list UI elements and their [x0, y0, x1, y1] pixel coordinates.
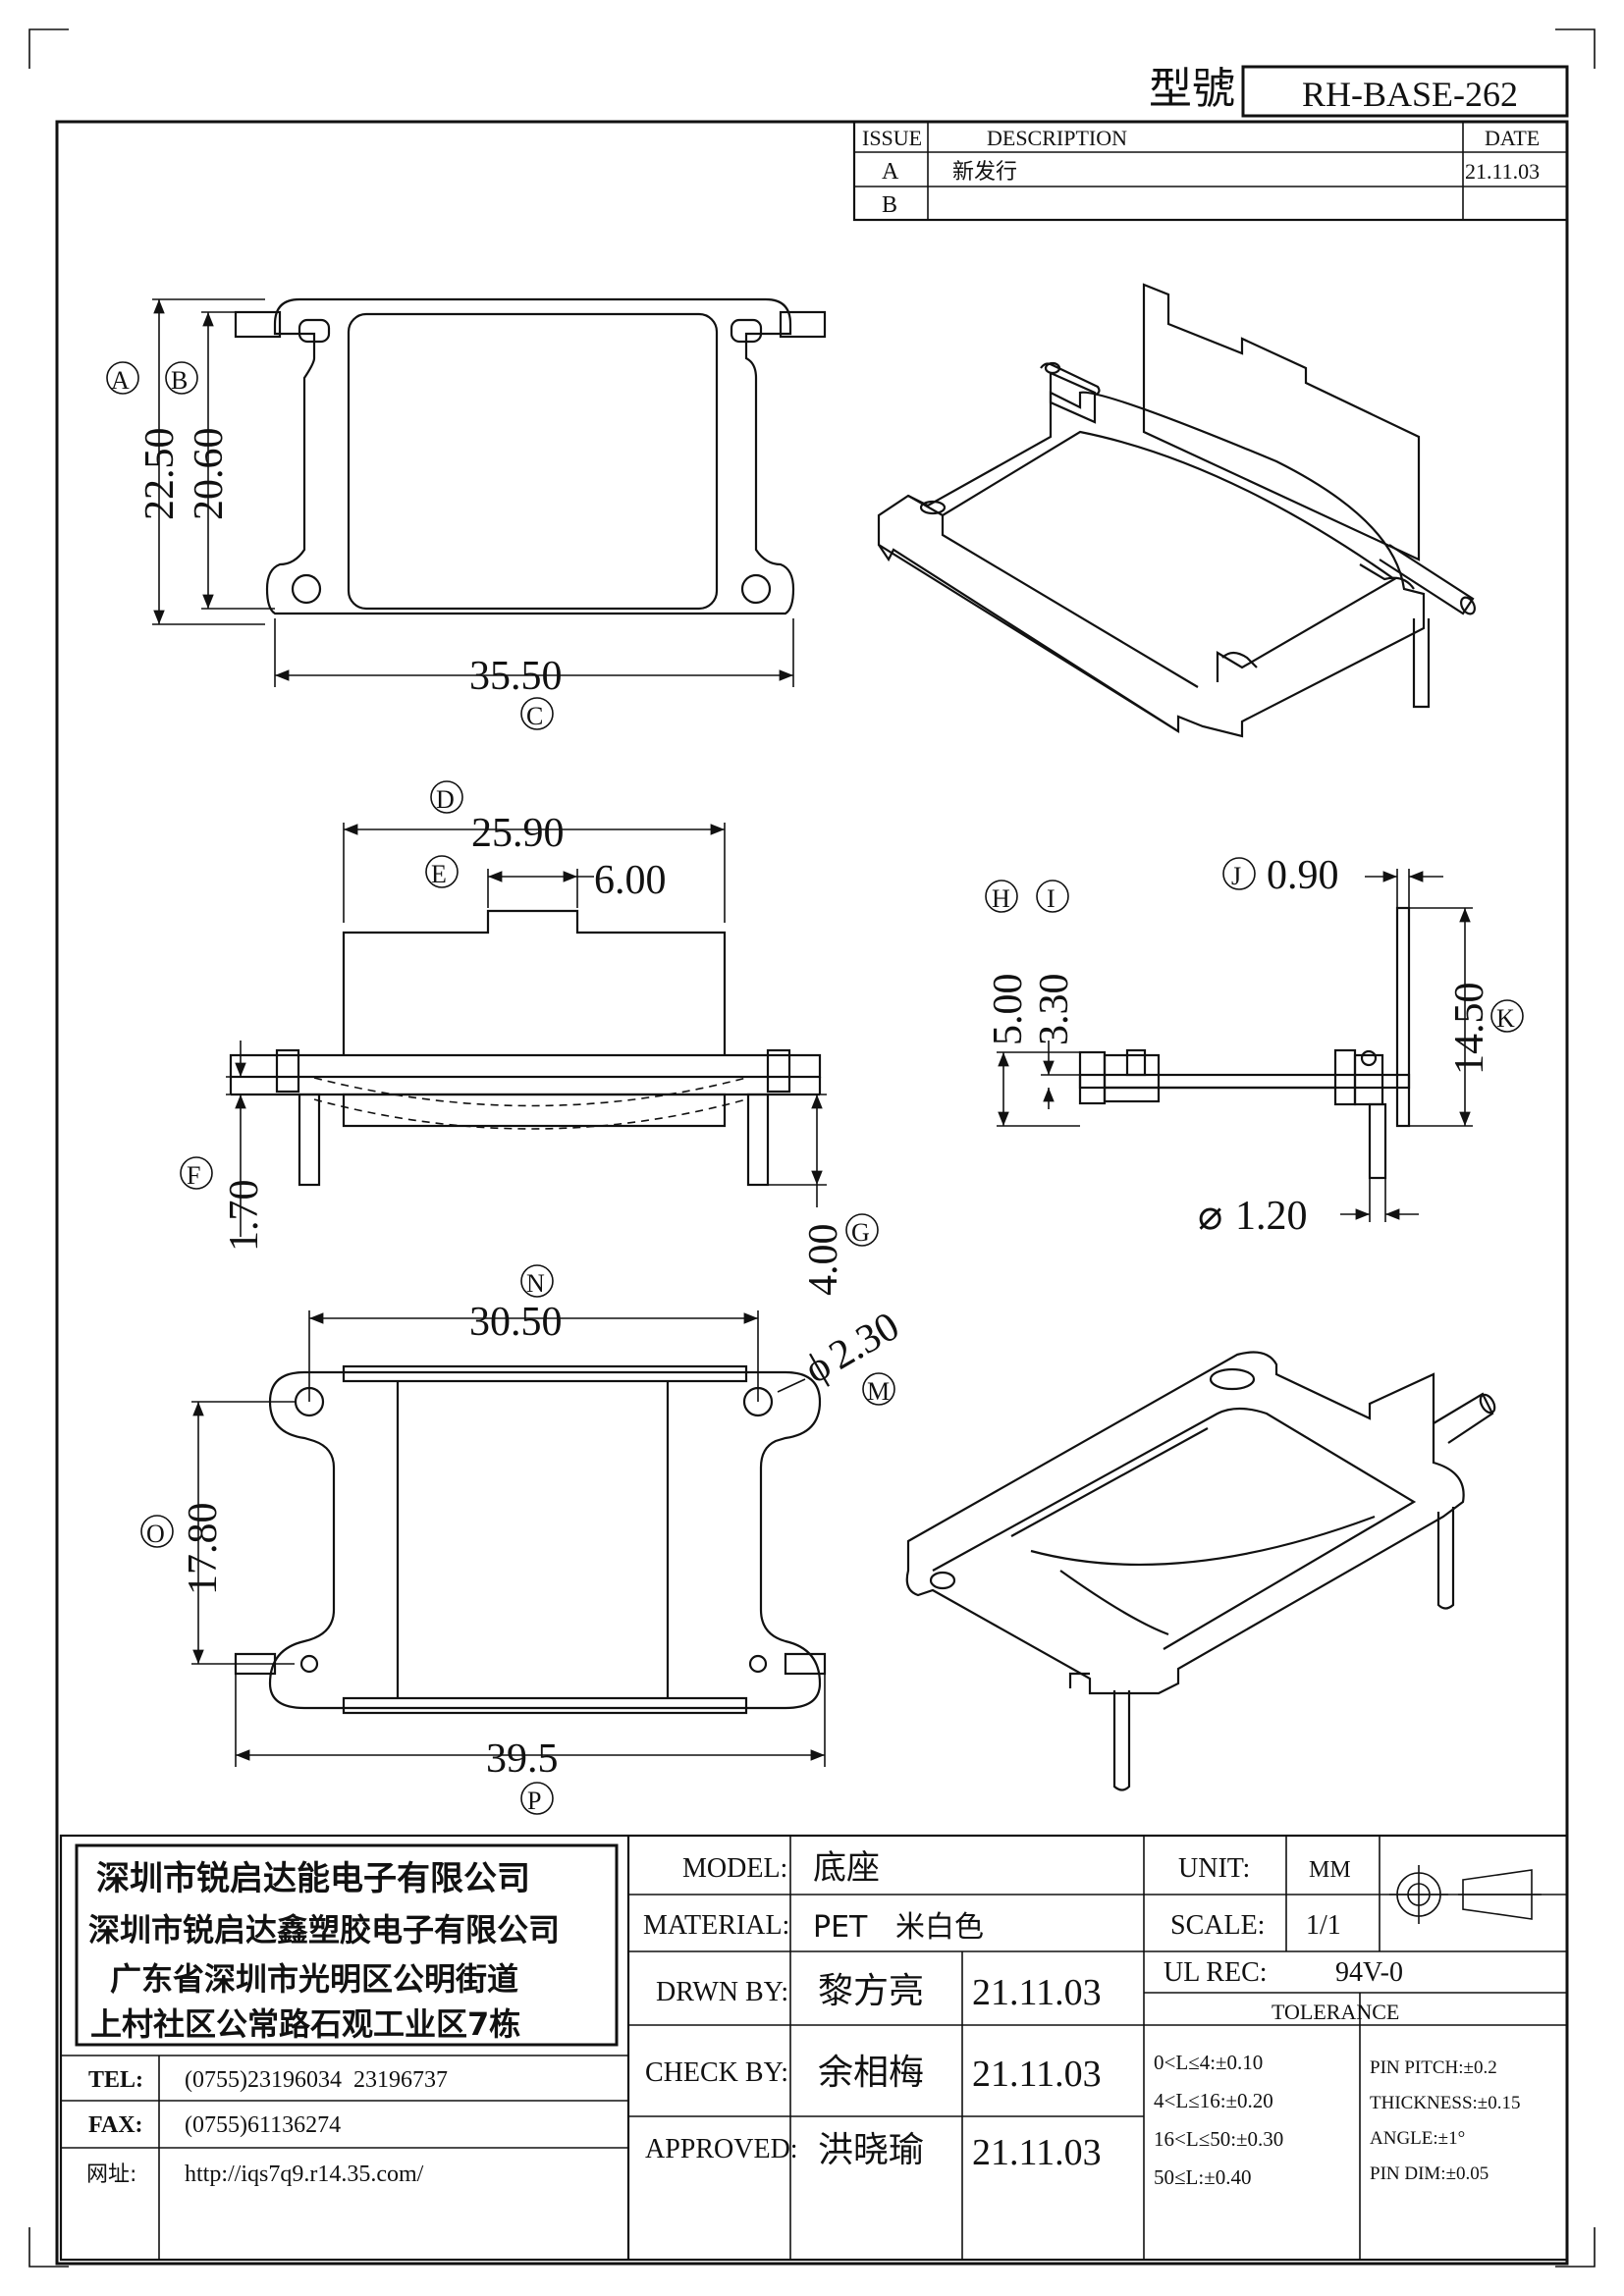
tel-value: (0755)23196034 23196737 — [185, 2067, 448, 2093]
title-block: 深圳市锐启达能电子有限公司 深圳市锐启达鑫塑胶电子有限公司 广东省深圳市光明区公… — [59, 1834, 1569, 2262]
revision-row-a-description: 新发行 — [952, 160, 1017, 185]
drawn-by-date: 21.11.03 — [972, 1972, 1102, 2013]
issue-header: ISSUE — [862, 126, 922, 150]
web-label: 网址: — [86, 2163, 136, 2187]
check-by-date: 21.11.03 — [972, 2054, 1102, 2095]
description-header: DESCRIPTION — [987, 126, 1127, 150]
svg-text:M: M — [867, 1377, 890, 1406]
scale-value: 1/1 — [1306, 1910, 1341, 1941]
tolerance-range-1: 0<L≤4:±0.10 — [1154, 2051, 1263, 2074]
dim-p-value: 39.5 — [486, 1736, 559, 1782]
web-value: http://iqs7q9.r14.35.com/ — [185, 2162, 424, 2187]
ul-label: UL REC: — [1164, 1957, 1268, 1988]
tolerance-range-4: 50≤L:±0.40 — [1154, 2165, 1251, 2189]
svg-text:I: I — [1047, 884, 1056, 913]
svg-text:D: D — [436, 785, 455, 814]
fax-value: (0755)61136274 — [185, 2112, 341, 2138]
tolerance-label: TOLERANCE — [1272, 2000, 1399, 2024]
date-header: DATE — [1485, 126, 1540, 150]
approved-name: 洪晓瑜 — [818, 2130, 924, 2170]
dim-l-symbol: ⌀ — [1198, 1194, 1222, 1239]
unit-label: UNIT: — [1178, 1853, 1250, 1884]
tolerance-range-3: 16<L≤50:±0.30 — [1154, 2127, 1283, 2151]
dim-c-value: 35.50 — [469, 654, 563, 699]
dim-e-value: 6.00 — [594, 858, 667, 903]
model-number: RH-BASE-262 — [1302, 75, 1518, 114]
projection-symbol-icon — [1389, 1865, 1542, 1924]
svg-text:E: E — [431, 860, 447, 888]
bottom-view: 30.50 N ϕ 2.30 M 17.80 O 39.5 P — [140, 1264, 907, 1815]
drawn-by-name: 黎方亮 — [818, 1971, 924, 2011]
check-by-label: CHECK BY: — [645, 2057, 788, 2088]
sheet-border — [55, 120, 1569, 2266]
drawn-by-label: DRWN BY: — [656, 1977, 788, 2007]
tolerance-thickness: THICKNESS:±0.15 — [1370, 2093, 1520, 2113]
dim-o-value: 17.80 — [181, 1503, 226, 1596]
scale-label: SCALE: — [1170, 1910, 1265, 1941]
approved-date: 21.11.03 — [972, 2132, 1102, 2173]
model-header: 型號 RH-BASE-262 — [1149, 64, 1569, 118]
tel-label: TEL: — [88, 2067, 143, 2093]
company-line-4: 上村社区公常路石观工业区7栋 — [90, 2005, 520, 2043]
svg-text:B: B — [171, 366, 188, 395]
company-line-2: 深圳市锐启达鑫塑胶电子有限公司 — [88, 1911, 560, 1949]
revision-table: ISSUE DESCRIPTION DATE A 新发行 21.11.03 B — [852, 120, 1569, 222]
fax-label: FAX: — [88, 2112, 143, 2138]
dim-k-value: 14.50 — [1447, 983, 1492, 1076]
model-label: 型號 — [1149, 64, 1235, 114]
svg-text:G: G — [851, 1218, 870, 1247]
svg-text:H: H — [992, 884, 1010, 913]
dim-m-value: 2.30 — [822, 1304, 907, 1379]
revision-row-a-date: 21.11.03 — [1465, 159, 1540, 184]
tolerance-pin-pitch: PIN PITCH:±0.2 — [1370, 2057, 1497, 2078]
front-view: 25.90 D 6.00 E 1.70 F 4.00 G — [180, 780, 879, 1297]
corner-marks — [28, 28, 1596, 2268]
tolerance-pin-dim: PIN DIM:±0.05 — [1370, 2163, 1489, 2184]
svg-text:F: F — [187, 1161, 200, 1190]
dim-n-value: 30.50 — [469, 1300, 563, 1345]
svg-text:O: O — [146, 1520, 165, 1548]
isometric-view-top — [877, 283, 1476, 738]
dim-i-value: 3.30 — [1032, 974, 1077, 1046]
dim-d-value: 25.90 — [471, 811, 565, 856]
svg-text:C: C — [526, 702, 543, 730]
revision-row-a-issue: A — [882, 159, 899, 185]
model-field-value: 底座 — [813, 1848, 880, 1888]
dim-f-value: 1.70 — [222, 1180, 267, 1253]
dim-a-value: 22.50 — [137, 428, 183, 521]
svg-text:J: J — [1231, 862, 1241, 890]
dim-g-value: 4.00 — [801, 1224, 846, 1297]
tolerance-range-2: 4<L≤16:±0.20 — [1154, 2089, 1273, 2112]
tolerance-angle: ANGLE:±1° — [1370, 2128, 1465, 2149]
company-line-3: 广东省深圳市光明区公明街道 — [110, 1960, 518, 1998]
ul-value: 94V-0 — [1335, 1957, 1403, 1988]
dim-l-value: 1.20 — [1235, 1194, 1308, 1239]
unit-value: MM — [1309, 1857, 1351, 1883]
dim-b-value: 20.60 — [187, 428, 232, 521]
material-field-label: MATERIAL: — [643, 1910, 789, 1941]
material-field-value: PET 米白色 — [813, 1910, 984, 1945]
svg-text:A: A — [111, 366, 130, 395]
isometric-view-bottom — [905, 1351, 1496, 1791]
svg-text:K: K — [1496, 1004, 1515, 1033]
svg-text:P: P — [527, 1787, 541, 1815]
side-view: 0.90 J 14.50 K 5.00 H 3.30 I ⌀ 1.20 — [985, 853, 1524, 1239]
dim-j-value: 0.90 — [1267, 853, 1339, 898]
revision-row-b-issue: B — [882, 192, 897, 218]
svg-text:N: N — [526, 1269, 545, 1298]
top-view: 22.50 A 20.60 B 35.50 C — [106, 297, 827, 730]
company-line-1: 深圳市锐启达能电子有限公司 — [96, 1859, 530, 1898]
check-by-name: 余相梅 — [818, 2053, 924, 2093]
model-field-label: MODEL: — [682, 1853, 787, 1884]
dim-h-value: 5.00 — [986, 974, 1031, 1046]
approved-label: APPROVED: — [645, 2134, 798, 2164]
